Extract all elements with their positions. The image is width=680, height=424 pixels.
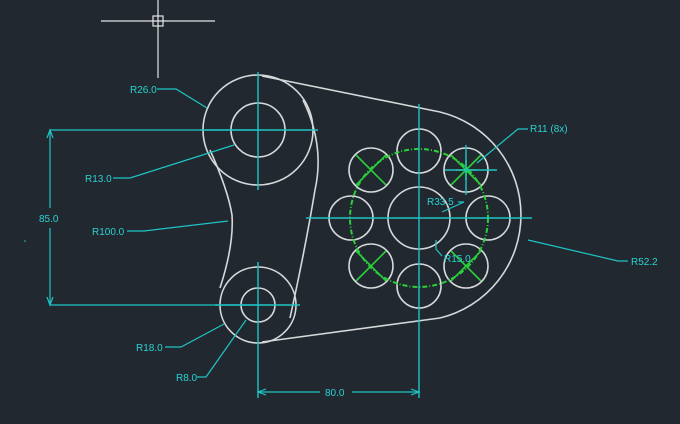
inner-right-arc bbox=[289, 99, 319, 319]
label-r8: R8.0 bbox=[176, 373, 198, 384]
dimensions bbox=[46, 88, 628, 396]
label-r33-5: R33.5 bbox=[427, 197, 454, 208]
label-r100: R100.0 bbox=[92, 227, 125, 238]
part-outline bbox=[202, 74, 522, 344]
left-concave-arc bbox=[209, 149, 234, 289]
label-r18: R18.0 bbox=[136, 343, 163, 354]
crosshair-cursor-icon bbox=[101, 0, 215, 78]
right-outer-arc bbox=[439, 111, 522, 319]
bolt-hole bbox=[443, 243, 489, 289]
label-dim-85: 85.0 bbox=[39, 214, 59, 225]
label-r15: R15.0 bbox=[444, 254, 471, 265]
stray-point bbox=[24, 240, 26, 242]
lower-tangent-line bbox=[261, 317, 441, 343]
label-r26: R26.0 bbox=[130, 85, 157, 96]
dimension-labels: R26.0 R13.0 R100.0 R18.0 R8.0 R11 (8x) R… bbox=[39, 85, 658, 399]
bolt-hole bbox=[348, 243, 394, 289]
label-r52-2: R52.2 bbox=[631, 257, 658, 268]
label-r11-8x: R11 (8x) bbox=[530, 124, 568, 135]
label-r13: R13.0 bbox=[85, 174, 112, 185]
bolt-hole bbox=[348, 147, 394, 193]
upper-tangent-line bbox=[261, 75, 441, 113]
label-dim-80: 80.0 bbox=[325, 388, 345, 399]
